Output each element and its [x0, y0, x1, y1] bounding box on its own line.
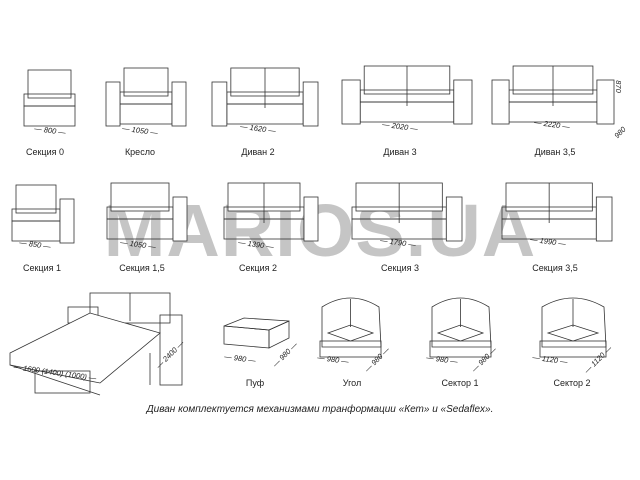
corner-base — [429, 340, 492, 358]
armrest-left — [211, 81, 228, 127]
corner-seat — [436, 324, 485, 342]
module-label: Диван 3,5 — [534, 147, 576, 157]
module-label: Сектор 2 — [553, 378, 591, 388]
armrest-right — [172, 196, 188, 242]
caption: Диван комплектуется механизмами транформ… — [146, 404, 494, 415]
armrest-right — [302, 81, 319, 127]
module-drawing — [341, 65, 473, 125]
armrest-left — [105, 81, 121, 127]
sofa-back — [123, 67, 169, 97]
bed-base — [34, 370, 91, 394]
module-label: Кресло — [124, 147, 156, 157]
armrest-right — [596, 79, 615, 125]
module-drawing — [106, 182, 188, 242]
corner-base — [319, 340, 382, 358]
armrest-right — [445, 196, 463, 242]
pouf-top — [223, 317, 290, 331]
module-label: Диван 3 — [383, 147, 417, 157]
module-drawing — [23, 69, 76, 127]
sofa-base — [23, 105, 76, 127]
sofa-base — [106, 218, 174, 240]
module-drawing — [319, 297, 382, 358]
module-label: Угол — [342, 378, 362, 388]
module-label: Диван 2 — [241, 147, 275, 157]
corner-back — [321, 297, 382, 348]
pouf-side — [268, 320, 290, 349]
sofa-back — [15, 184, 57, 214]
module-label: Секция 0 — [25, 147, 65, 157]
armrest-right — [59, 198, 75, 244]
corner-seat — [546, 324, 600, 342]
corner-seat — [326, 324, 375, 342]
module-label: Секция 1 — [22, 263, 62, 273]
armrest-left — [341, 79, 361, 125]
module-drawing — [105, 67, 187, 127]
bed-front — [9, 364, 101, 396]
module-drawing — [501, 182, 613, 242]
module-label: Пуф — [245, 378, 265, 388]
corner-back — [431, 297, 492, 348]
module-label: Секция 2 — [238, 263, 278, 273]
module-label: Секция 1,5 — [119, 263, 165, 273]
armrest-left — [491, 79, 510, 125]
module-drawing — [429, 297, 492, 358]
armrest-right — [159, 314, 183, 386]
sofa-back — [110, 182, 170, 212]
module-drawing — [11, 184, 75, 244]
module-drawing — [539, 297, 607, 358]
module-drawing — [223, 317, 290, 349]
corner-back — [541, 297, 607, 348]
sofa-back — [27, 69, 72, 99]
pouf-front — [223, 325, 270, 349]
module-label: Секция 3,5 — [532, 263, 578, 273]
height-dimension: 870 — [613, 80, 623, 93]
module-label: Сектор 1 — [441, 378, 479, 388]
armrest-right — [453, 79, 473, 125]
module-drawing — [211, 67, 319, 127]
module-drawing — [223, 182, 319, 242]
armrest-right — [595, 196, 613, 242]
armrest-right — [303, 196, 319, 242]
module-drawing — [491, 65, 615, 125]
armrest-right — [171, 81, 187, 127]
corner-base — [539, 340, 607, 358]
unfolded-bed — [9, 312, 161, 384]
module-label: Секция 3 — [380, 263, 420, 273]
module-drawing — [351, 182, 463, 242]
sofa-base — [119, 103, 173, 125]
module-drawing — [9, 292, 183, 396]
